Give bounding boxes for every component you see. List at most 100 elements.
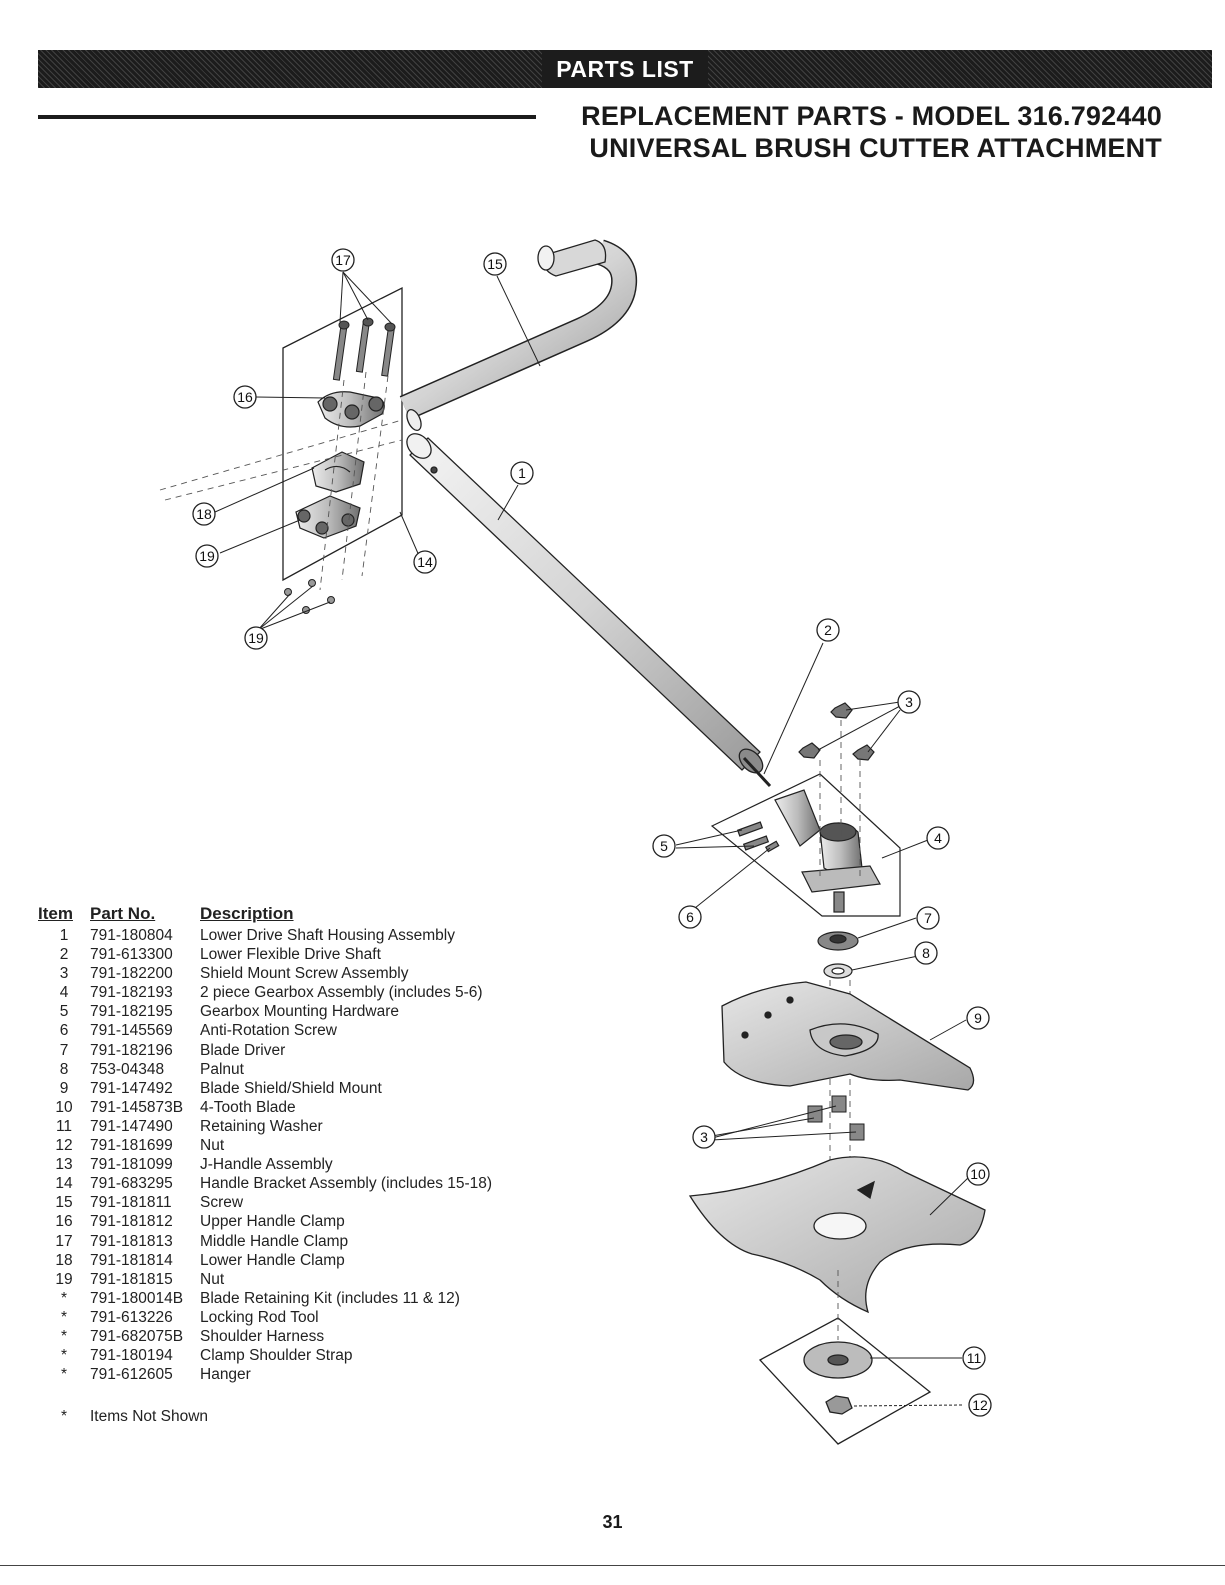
heading-line-2: UNIVERSAL BRUSH CUTTER ATTACHMENT xyxy=(589,133,1162,163)
header-part-no: Part No. xyxy=(90,904,156,923)
svg-text:4: 4 xyxy=(934,830,942,846)
part-description: 4-Tooth Blade xyxy=(200,1098,296,1116)
callout-3: 3 xyxy=(897,690,921,714)
drive-shaft-housing xyxy=(406,433,764,774)
svg-text:16: 16 xyxy=(237,389,253,405)
part-description: Blade Retaining Kit (includes 11 & 12) xyxy=(200,1289,460,1307)
j-handle xyxy=(399,239,638,431)
item-number: * xyxy=(60,1347,68,1365)
item-number: 8 xyxy=(59,1060,69,1078)
part-number: 791-147492 xyxy=(90,1079,173,1097)
callout-5: 5 xyxy=(652,834,676,858)
part-number: 791-182196 xyxy=(90,1041,173,1059)
heading-rule xyxy=(38,115,536,119)
item-number: 6 xyxy=(59,1022,69,1040)
footnote-text: Items Not Shown xyxy=(90,1408,209,1425)
callout-circles: 17 15 16 1 18 19 14 19 2 3 4 5 6 7 8 9 3… xyxy=(192,248,992,1417)
callout-12: 12 xyxy=(968,1393,992,1417)
gearbox-assembly xyxy=(710,702,901,1200)
part-number: 791-613300 xyxy=(90,946,173,964)
callout-2: 2 xyxy=(816,618,840,642)
part-description: Hanger xyxy=(200,1366,251,1384)
upper-handle-clamp xyxy=(317,391,385,428)
svg-text:10: 10 xyxy=(970,1166,986,1182)
part-description: Anti-Rotation Screw xyxy=(200,1022,337,1040)
part-description: Palnut xyxy=(200,1060,244,1078)
flexible-drive-shaft xyxy=(742,756,772,788)
screw-15 xyxy=(332,317,396,381)
part-number: 791-612605 xyxy=(90,1366,173,1384)
callout-16: 16 xyxy=(233,385,257,409)
svg-text:19: 19 xyxy=(199,548,215,564)
item-number: 10 xyxy=(55,1098,73,1116)
page-heading: REPLACEMENT PARTS - MODEL 316.792440 UNI… xyxy=(581,100,1162,164)
item-number: 15 xyxy=(55,1194,73,1212)
svg-text:18: 18 xyxy=(196,506,212,522)
part-number: 791-145569 xyxy=(90,1022,173,1040)
item-number: 4 xyxy=(59,984,69,1002)
table-row: 6 791-145569 Anti-Rotation Screw xyxy=(38,1021,598,1040)
item-number: * xyxy=(60,1308,68,1326)
header-item: Item xyxy=(38,904,73,923)
callout-19: 19 xyxy=(244,626,268,650)
part-description: Blade Driver xyxy=(200,1041,286,1059)
middle-handle-clamp xyxy=(311,451,365,493)
table-row: 2 791-613300 Lower Flexible Drive Shaft xyxy=(38,945,598,964)
part-description: Lower Flexible Drive Shaft xyxy=(200,946,381,964)
callout-6: 6 xyxy=(678,905,702,929)
callout-14: 14 xyxy=(413,550,437,574)
part-description: Lower Handle Clamp xyxy=(200,1251,345,1269)
svg-text:6: 6 xyxy=(686,909,694,925)
item-number: * xyxy=(60,1289,68,1307)
footnote: * Items Not Shown xyxy=(38,1408,208,1426)
callout-7: 7 xyxy=(916,906,940,930)
callout-17: 18 xyxy=(192,502,216,526)
part-description: Blade Shield/Shield Mount xyxy=(200,1079,382,1097)
item-number: 7 xyxy=(59,1041,69,1059)
bottom-rule xyxy=(0,1565,1225,1566)
svg-text:7: 7 xyxy=(924,910,932,926)
footnote-marker: * xyxy=(60,1408,68,1425)
item-number: 1 xyxy=(59,927,69,944)
table-row: 16 791-181812 Upper Handle Clamp xyxy=(38,1212,598,1231)
page-number: 31 xyxy=(602,1512,623,1532)
table-row: 10 791-145873B 4-Tooth Blade xyxy=(38,1098,598,1117)
header-description: Description xyxy=(200,904,294,923)
item-number: 13 xyxy=(55,1156,73,1174)
part-number: 791-145873B xyxy=(90,1098,184,1116)
part-description: Upper Handle Clamp xyxy=(200,1213,345,1231)
item-number: 12 xyxy=(55,1137,73,1155)
part-number: 791-181811 xyxy=(90,1194,172,1212)
item-number: * xyxy=(60,1327,68,1345)
item-number: 17 xyxy=(55,1232,73,1250)
item-number: 16 xyxy=(55,1213,73,1231)
callout-4: 4 xyxy=(926,826,950,850)
callout-13: 15 xyxy=(483,252,507,276)
table-row: 7 791-182196 Blade Driver xyxy=(38,1041,598,1060)
part-description: Shoulder Harness xyxy=(200,1327,325,1345)
item-number: 5 xyxy=(59,1003,69,1021)
retaining-hardware xyxy=(758,1270,932,1445)
item-number: 2 xyxy=(59,946,69,964)
svg-text:1: 1 xyxy=(518,465,526,481)
part-description: Gearbox Mounting Hardware xyxy=(200,1003,400,1021)
callout-18: 19 xyxy=(195,544,219,568)
item-number: 19 xyxy=(55,1270,73,1288)
part-number: 791-181812 xyxy=(90,1213,173,1231)
part-description: Lower Drive Shaft Housing Assembly xyxy=(200,927,456,944)
svg-text:14: 14 xyxy=(417,554,433,570)
parts-list-banner: PARTS LIST xyxy=(38,50,1212,88)
nut-19 xyxy=(284,579,335,614)
part-description: Nut xyxy=(200,1137,225,1155)
